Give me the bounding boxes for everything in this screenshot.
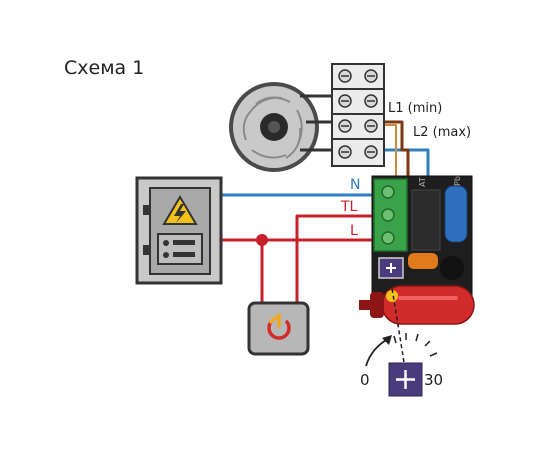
- wire-label-n: N: [350, 177, 360, 193]
- adjustment-dial: 0 30: [360, 333, 443, 397]
- plus-icon: [396, 370, 415, 389]
- wire-label-l: L: [350, 223, 358, 239]
- junction-dot: [256, 234, 268, 246]
- module-pin-pb: Pb: [453, 176, 462, 186]
- wire-terminal-blue: [370, 148, 430, 178]
- wire-l2: [383, 124, 397, 178]
- fuse: [359, 285, 475, 325]
- fan-icon: [229, 82, 319, 172]
- power-button-icon: [267, 313, 291, 340]
- high-voltage-icon: [162, 195, 198, 225]
- diagram-title: Схема 1: [64, 57, 144, 79]
- terminal-label-l1: L1 (min): [388, 101, 442, 116]
- module-pin-at: AT: [418, 177, 427, 187]
- dial-max-label: 30: [424, 371, 443, 389]
- terminal-block: [300, 63, 385, 167]
- switch: [247, 301, 310, 356]
- dial-min-label: 0: [360, 371, 370, 389]
- terminal-label-l2: L2 (max): [413, 125, 471, 140]
- wire-l1: [383, 120, 410, 178]
- control-module: AT Pb: [359, 175, 475, 325]
- wire-tl: [295, 214, 376, 307]
- wires: [220, 120, 430, 307]
- electrical-panel-icon: [135, 176, 223, 285]
- wire-label-tl: TL: [340, 199, 358, 215]
